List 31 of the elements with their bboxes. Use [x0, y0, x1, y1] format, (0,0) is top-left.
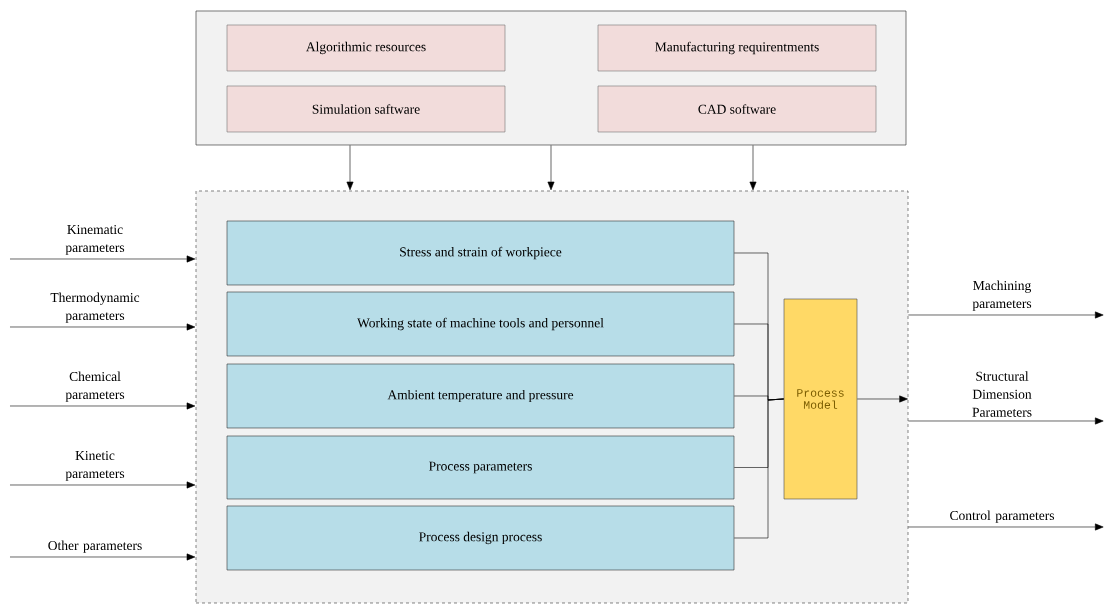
edge-label: Thermodynamic parameters	[50, 292, 140, 323]
arrow	[908, 311, 1104, 319]
arrow	[9, 323, 196, 331]
arrow	[9, 402, 196, 410]
edge-label: Kinematic parameters	[65, 225, 125, 255]
arrow	[908, 523, 1104, 531]
process-box: Working state of machine tools and personnel	[226, 291, 735, 357]
resource-box: Algorithmic resources	[226, 24, 506, 72]
process-box: Process design process	[226, 505, 735, 571]
process-box: Process parameters	[226, 435, 735, 500]
arrow	[9, 553, 196, 561]
edge-label: Kinetic parameters	[65, 451, 125, 481]
edge-label: Chemical parameters	[65, 371, 125, 402]
edge-label: Structural Dimension Parameters	[972, 371, 1032, 417]
arrow	[908, 417, 1104, 425]
connector-line	[734, 398, 784, 539]
model-box: Process Model	[783, 298, 858, 500]
arrow	[9, 481, 196, 489]
arrow	[547, 145, 555, 191]
arrow	[749, 145, 757, 191]
edge-label: Other parameters	[48, 540, 142, 553]
arrow	[346, 145, 354, 191]
process-box: Stress and strain of workpiece	[226, 220, 735, 286]
resource-box: CAD software	[597, 85, 877, 133]
resource-box: Simulation saftware	[226, 85, 506, 133]
arrow	[9, 255, 196, 263]
edge-label: Machining parameters	[972, 280, 1032, 311]
process-box: Ambient temperature and pressure	[226, 363, 735, 429]
edge-label: Control parameters	[950, 510, 1054, 523]
resource-box: Manufacturing requirentments	[597, 24, 877, 72]
arrow	[857, 395, 908, 403]
